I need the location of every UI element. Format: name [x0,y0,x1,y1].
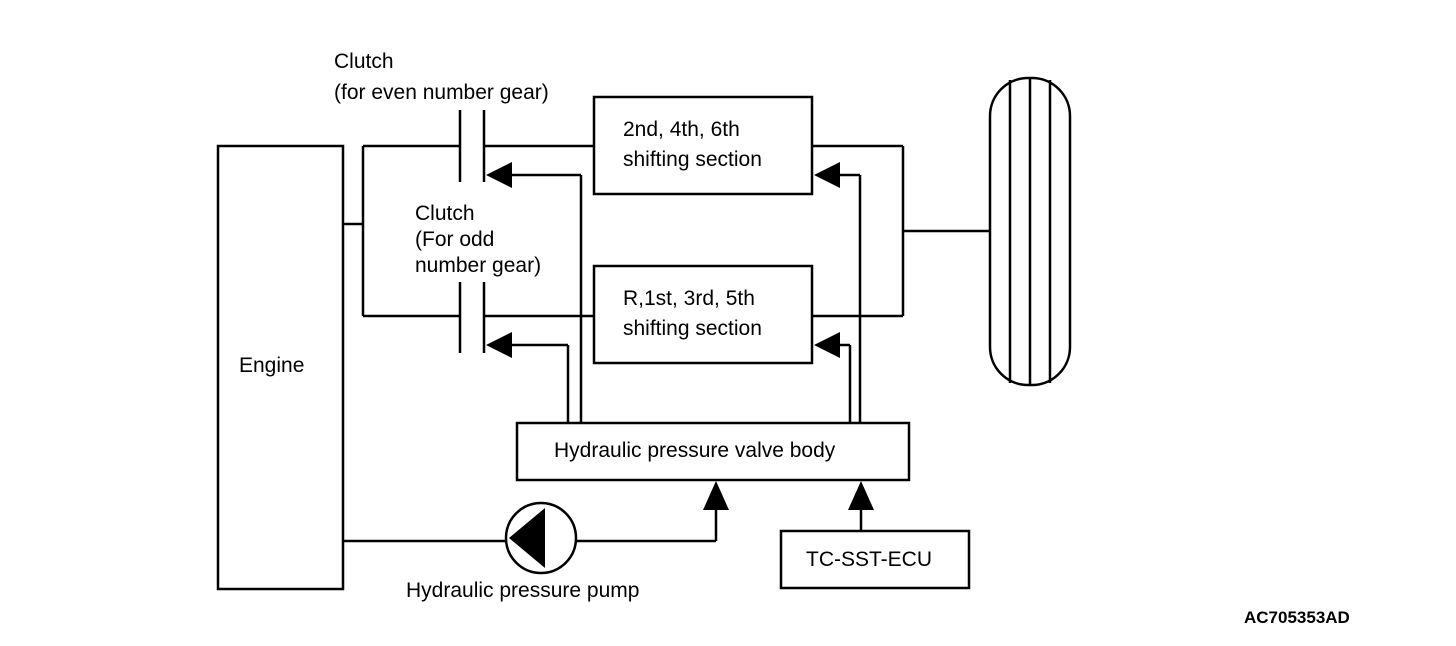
ecu-label: TC-SST-ECU [806,548,932,571]
arrow-to-odd-clutch [486,332,512,358]
arrow-ecu-to-valve-body [848,481,874,510]
even-section-label-line2: shifting section [623,148,762,171]
clutch-odd-label-line3: number gear) [415,254,541,277]
hydraulic-line-odd-section [814,332,852,423]
hydraulic-line-odd-clutch [486,332,570,423]
clutch-odd-label-line1: Clutch [415,202,475,225]
odd-section-label-line2: shifting section [623,317,762,340]
valve-body: Hydraulic pressure valve body [515,421,911,482]
engine-block: Engine [216,144,345,591]
engine-shafts [343,144,460,318]
hydraulic-line-even-section [814,162,862,423]
clutch-even: Clutch (for even number gear) [334,50,594,182]
arrow-to-odd-section [814,332,840,358]
odd-section-label-line1: R,1st, 3rd, 5th [623,287,755,310]
odd-shifting-section: R,1st, 3rd, 5th shifting section [592,264,814,365]
valve-body-label: Hydraulic pressure valve body [554,439,836,462]
wheel [988,76,1072,387]
arrow-to-even-section [814,162,840,188]
arrow-pump-to-valve-body [703,481,729,510]
clutch-even-label-line1: Clutch [334,50,394,73]
hydraulic-pump: Hydraulic pressure pump [343,481,729,602]
even-shifting-section: 2nd, 4th, 6th shifting section [592,95,814,196]
even-section-label-line1: 2nd, 4th, 6th [623,118,740,141]
hydraulic-line-even-clutch [486,162,583,423]
pump-label: Hydraulic pressure pump [406,579,639,602]
ecu-block: TC-SST-ECU [779,481,971,590]
engine-label: Engine [239,354,304,377]
clutch-odd: Clutch (For odd number gear) [415,202,594,353]
figure-code: AC705353AD [1244,608,1350,627]
pump-triangle-icon [509,508,545,568]
arrow-to-even-clutch [486,162,512,188]
output-shafts [812,144,990,318]
clutch-even-label-line2: (for even number gear) [334,81,549,104]
clutch-odd-label-line2: (For odd [415,228,494,251]
